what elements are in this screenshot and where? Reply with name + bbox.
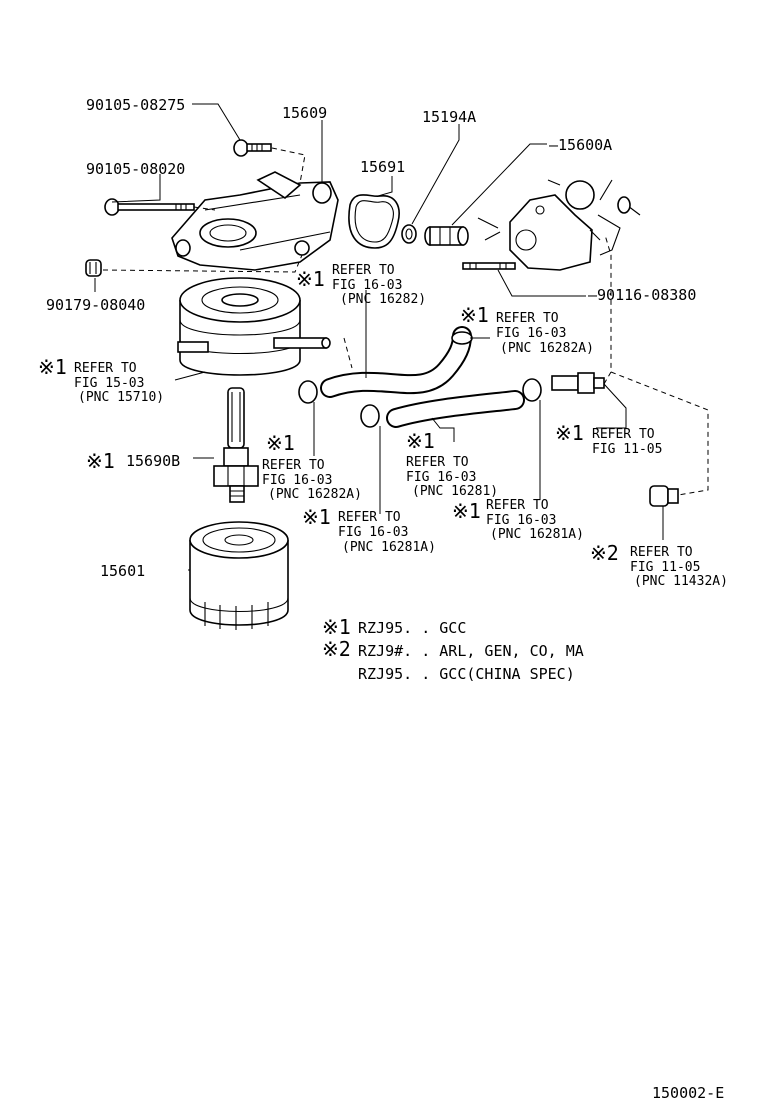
callout-fig16-03-pnc16282: ※1 REFER TO FIG 16-03 (PNC 16282) (296, 263, 426, 307)
label-15194A: 15194A (422, 108, 476, 126)
svg-text:FIG 16-03: FIG 16-03 (338, 525, 408, 540)
pipe-15690B-drawing (213, 387, 259, 503)
bracket-15609-drawing (171, 171, 339, 271)
svg-text:FIG 11-05: FIG 11-05 (630, 560, 700, 575)
hose-lower-drawing (386, 390, 525, 428)
svg-text:(PNC 16282A): (PNC 16282A) (268, 487, 362, 502)
oring-15194A-drawing (401, 224, 417, 244)
svg-text:※1: ※1 (302, 505, 331, 529)
svg-text:(PNC 16282): (PNC 16282) (340, 292, 426, 307)
svg-text:RZJ9#. . ARL, GEN, CO, MA: RZJ9#. . ARL, GEN, CO, MA (358, 642, 584, 660)
bolt-90105-08275-drawing (233, 139, 272, 157)
svg-text:※1: ※1 (406, 429, 435, 453)
callout-fig16-03-pnc16281a-right: ※1 REFER TO FIG 16-03 (PNC 16281A) (452, 498, 584, 542)
svg-text:FIG 16-03: FIG 16-03 (262, 473, 332, 488)
svg-text:15690B: 15690B (126, 452, 180, 470)
svg-text:※1: ※1 (266, 431, 295, 455)
svg-text:※1: ※1 (452, 499, 481, 523)
diagram-code: 150002-E (652, 1084, 724, 1102)
svg-text:※1: ※1 (555, 421, 584, 445)
svg-text:RZJ95. . GCC(CHINA SPEC): RZJ95. . GCC(CHINA SPEC) (358, 665, 575, 683)
svg-text:FIG 16-03: FIG 16-03 (332, 278, 402, 293)
label-15600A: —15600A (549, 136, 612, 154)
svg-text:REFER TO: REFER TO (74, 361, 137, 376)
applicability-notes: ※1 RZJ95. . GCC ※2 RZJ9#. . ARL, GEN, CO… (322, 615, 584, 683)
oil-filter-drawing (189, 521, 289, 630)
svg-text:FIG 11-05: FIG 11-05 (592, 442, 662, 457)
leader-lines (94, 103, 709, 571)
svg-text:FIG 16-03: FIG 16-03 (406, 470, 476, 485)
svg-text:REFER TO: REFER TO (486, 498, 549, 513)
stud-90116-08380-drawing (462, 262, 516, 270)
label-15609: 15609 (282, 104, 327, 122)
svg-text:FIG 16-03: FIG 16-03 (496, 326, 566, 341)
label-90179-08040: 90179-08040 (46, 296, 145, 314)
svg-text:REFER TO: REFER TO (332, 263, 395, 278)
svg-text:FIG 16-03: FIG 16-03 (486, 513, 556, 528)
callout-fig11-05-pnc11432a: ※2 REFER TO FIG 11-05 (PNC 11432A) (590, 541, 728, 589)
svg-text:(PNC 15710): (PNC 15710) (78, 390, 164, 405)
label-15691: 15691 (360, 158, 405, 176)
callout-pipe-15690B: ※1 15690B (86, 449, 180, 473)
label-90116-08380: —90116-08380 (588, 286, 696, 304)
svg-text:REFER TO: REFER TO (338, 510, 401, 525)
callout-fig16-03-pnc16282a-lower: ※1 REFER TO FIG 16-03 (PNC 16282A) (262, 431, 362, 502)
union-fitting-drawing (551, 372, 605, 394)
gasket-15691-drawing (348, 194, 400, 249)
svg-text:※1: ※1 (296, 267, 325, 291)
svg-text:(PNC 16281): (PNC 16281) (412, 484, 498, 499)
svg-text:※2: ※2 (590, 541, 619, 565)
svg-text:REFER TO: REFER TO (630, 545, 693, 560)
svg-text:(PNC 16281A): (PNC 16281A) (490, 527, 584, 542)
callout-fig16-03-pnc16282a-upper: ※1 REFER TO FIG 16-03 (PNC 16282A) (460, 303, 594, 356)
svg-text:※1: ※1 (38, 355, 67, 379)
svg-text:(PNC 11432A): (PNC 11432A) (634, 574, 728, 589)
svg-text:(PNC 16282A): (PNC 16282A) (500, 341, 594, 356)
svg-text:※1: ※1 (86, 449, 115, 473)
plug-90179-08040-drawing (85, 259, 102, 277)
svg-text:REFER TO: REFER TO (496, 311, 559, 326)
svg-text:※2: ※2 (322, 637, 351, 661)
engine-block-drawing (477, 179, 641, 271)
union-15600A-drawing (424, 226, 469, 246)
callout-fig15-03-pnc15710: ※1 REFER TO FIG 15-03 (PNC 15710) (38, 355, 164, 405)
oil-cooler-drawing (177, 277, 331, 376)
callout-fig16-03-pnc16281a-left: ※1 REFER TO FIG 16-03 (PNC 16281A) (302, 505, 436, 555)
label-90105-08020: 90105-08020 (86, 160, 185, 178)
label-15601: 15601 (100, 562, 145, 580)
svg-text:※1: ※1 (322, 615, 351, 639)
label-90105-08275: 90105-08275 (86, 96, 185, 114)
svg-text:※1: ※1 (460, 303, 489, 327)
svg-text:FIG 15-03: FIG 15-03 (74, 376, 144, 391)
svg-text:REFER TO: REFER TO (406, 455, 469, 470)
svg-text:RZJ95. . GCC: RZJ95. . GCC (358, 619, 466, 637)
plug-11432A-drawing (649, 485, 679, 507)
svg-text:(PNC 16281A): (PNC 16281A) (342, 540, 436, 555)
hose-upper-drawing (320, 326, 472, 398)
callout-fig11-05: ※1 REFER TO FIG 11-05 (555, 421, 662, 457)
clamps-drawing (298, 331, 542, 428)
callout-fig16-03-pnc16281: ※1 REFER TO FIG 16-03 (PNC 16281) (406, 429, 498, 499)
svg-text:REFER TO: REFER TO (592, 427, 655, 442)
svg-text:REFER TO: REFER TO (262, 458, 325, 473)
